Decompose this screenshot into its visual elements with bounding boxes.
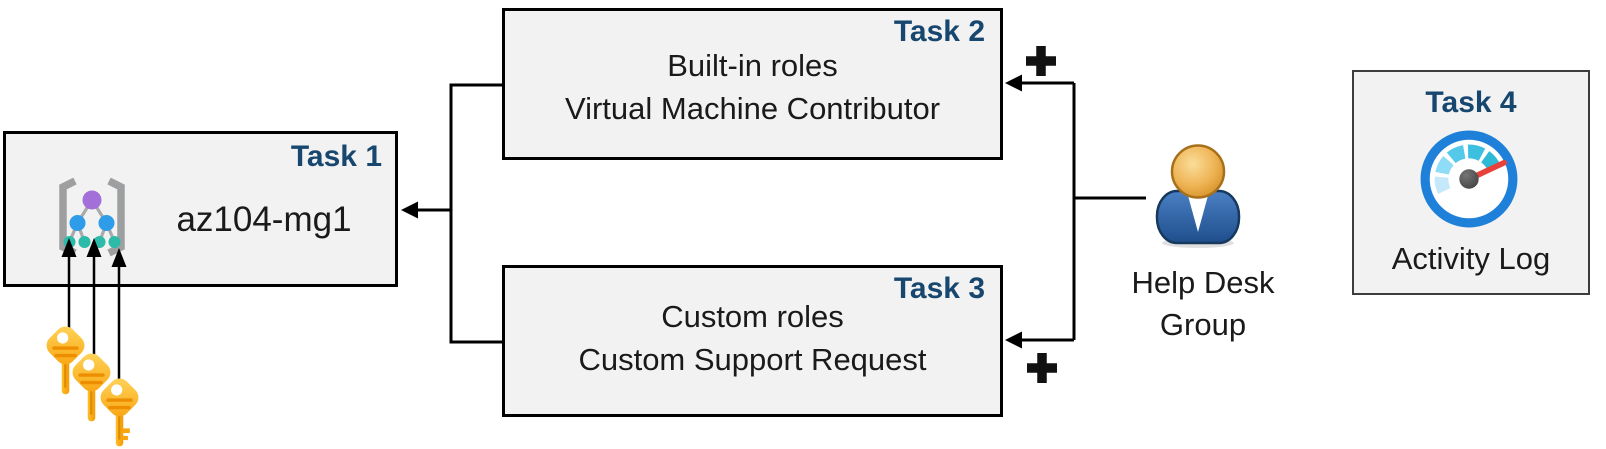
task2-label: Task 2	[893, 15, 985, 48]
arrowhead-task3	[1005, 331, 1022, 349]
help-desk-group-line1: Help Desk	[1131, 265, 1275, 300]
key3-arrowhead	[111, 248, 127, 267]
person-icon	[1155, 144, 1241, 248]
arrowhead-task1	[401, 201, 418, 219]
task3-text-line1: Custom roles	[661, 299, 844, 334]
management-group-icon	[59, 177, 125, 257]
task2-text-line1: Built-in roles	[667, 48, 838, 83]
key-icon	[72, 353, 111, 422]
task2-box: Task 2 Built-in roles Virtual Machine Co…	[502, 8, 1003, 160]
task4-label: Task 4	[1425, 86, 1517, 119]
task4-title: Activity Log	[1391, 241, 1551, 276]
task1-label: Task 1	[290, 140, 382, 173]
help-desk-group-label: Help Desk Group	[1103, 262, 1303, 346]
task4-box: Task 4 Activity Log	[1352, 70, 1590, 295]
gauge-hub	[1459, 169, 1479, 189]
task1-resource-name: az104-mg1	[176, 200, 352, 239]
activity-log-gauge-icon	[1420, 130, 1518, 228]
key-icon	[46, 326, 85, 395]
task3-box: Task 3 Custom roles Custom Support Reque…	[502, 265, 1003, 417]
help-desk-group-line2: Group	[1159, 307, 1247, 342]
task3-label: Task 3	[893, 272, 985, 305]
key1-arrowhead	[61, 238, 77, 257]
arrowhead-task2	[1005, 74, 1022, 92]
plus-icon	[1027, 353, 1057, 383]
key2-arrowhead	[86, 238, 102, 257]
task3-text-line2: Custom Support Request	[578, 342, 927, 377]
key-icon	[100, 378, 139, 447]
task2-text-line2: Virtual Machine Contributor	[564, 91, 941, 126]
tasks-merge-connector	[449, 83, 503, 344]
plus-icon	[1026, 46, 1056, 76]
